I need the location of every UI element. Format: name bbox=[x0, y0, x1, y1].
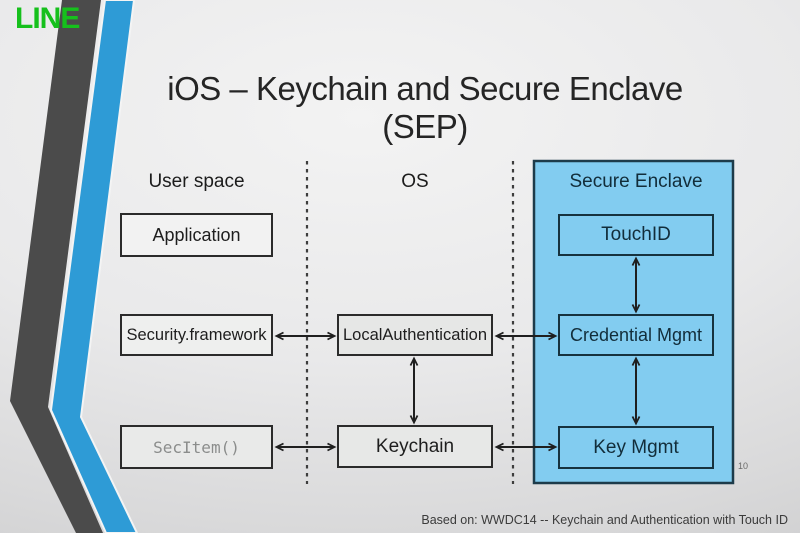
footer-caption: Based on: WWDC14 -- Keychain and Authent… bbox=[421, 513, 788, 527]
box-security-framework: Security.framework bbox=[120, 314, 273, 356]
box-application: Application bbox=[120, 213, 273, 257]
box-credential-mgmt: Credential Mgmt bbox=[558, 314, 714, 356]
box-key-mgmt: Key Mgmt bbox=[558, 426, 714, 469]
column-header-secure-enclave: Secure Enclave bbox=[569, 171, 703, 192]
box-keychain: Keychain bbox=[337, 425, 493, 468]
connection-arrows bbox=[274, 256, 641, 452]
box-local-authentication: LocalAuthentication bbox=[337, 314, 493, 356]
line-logo: LINE bbox=[15, 2, 80, 35]
box-touchid: TouchID bbox=[558, 214, 714, 256]
page-number: 10 bbox=[738, 461, 749, 471]
slide-title: iOS – Keychain and Secure Enclave (SEP) bbox=[167, 70, 683, 145]
column-header-user-space: User space bbox=[148, 171, 245, 192]
box-secitem: SecItem() bbox=[120, 425, 273, 469]
column-header-os: OS bbox=[401, 171, 429, 192]
left-stripe-blue bbox=[49, 0, 139, 533]
left-stripe-dark bbox=[10, 0, 103, 533]
